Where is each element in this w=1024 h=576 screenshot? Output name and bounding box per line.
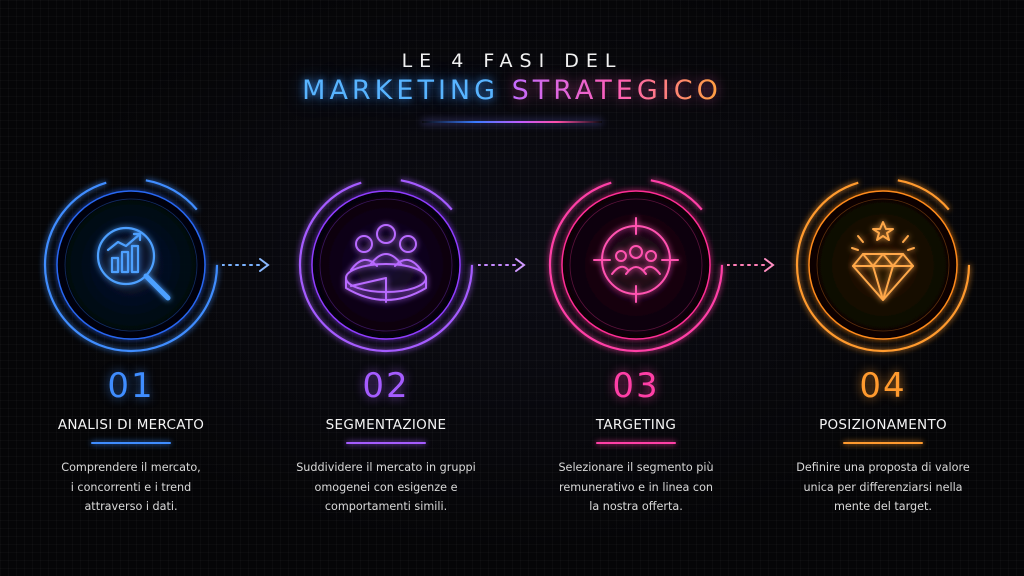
stage-underline	[91, 442, 171, 444]
description-line: attraverso i dati.	[84, 500, 178, 513]
description-line: Comprendere il mercato,	[61, 461, 201, 474]
page-title: MARKETING STRATEGICO	[0, 75, 1024, 106]
stage-name: SEGMENTAZIONE	[325, 417, 447, 433]
description-line: omogenei con esigenze e	[314, 480, 458, 494]
description-line: comportamenti simili.	[324, 500, 448, 513]
stage-underline	[843, 442, 923, 444]
stage-description: Selezionare il segmento più remunerativo…	[531, 458, 741, 517]
stage-ring	[795, 177, 971, 353]
stage-underline	[596, 442, 676, 444]
description-line: Suddividere il mercato in gruppi	[296, 461, 476, 474]
stage-posizionamento: 04 POSIZIONAMENTO Definire una proposta …	[758, 0, 1008, 576]
title-top: LE 4 FASI DEL	[401, 50, 623, 72]
stage-underline	[346, 442, 426, 444]
connector-arrow	[727, 258, 775, 272]
description-line: Selezionare il segmento più	[558, 461, 714, 474]
ring-graphic	[298, 177, 474, 353]
stage-number: 01	[107, 366, 155, 406]
stage-targeting: 03 TARGETING Selezionare il segmento più…	[511, 0, 761, 576]
title-divider	[422, 121, 602, 123]
crosshair-group-icon	[593, 217, 679, 303]
stage-ring	[548, 177, 724, 353]
title-word-marketing: MARKETING	[302, 75, 500, 106]
group-pie-icon	[345, 224, 427, 303]
stage-name: ANALISI DI MERCATO	[57, 417, 205, 433]
connector-arrow	[478, 258, 526, 272]
stage-name: POSIZIONAMENTO	[819, 417, 947, 433]
magnifier-chart-icon	[96, 226, 171, 301]
description-line: remunerativo e in linea con	[558, 480, 714, 494]
ring-graphic	[795, 177, 971, 353]
stage-ring	[43, 177, 219, 353]
stage-description: Definire una proposta di valore unica pe…	[778, 458, 988, 517]
stage-number: 03	[612, 366, 660, 406]
description-line: unica per differenziarsi nella	[803, 480, 963, 494]
stage-description: Suddividere il mercato in gruppi omogene…	[281, 458, 491, 517]
title-word-strategico: STRATEGICO	[511, 75, 722, 106]
stage-name: TARGETING	[595, 417, 677, 433]
stage-ring	[298, 177, 474, 353]
connector-arrow	[222, 258, 270, 272]
description-line: i concorrenti e i trend	[70, 480, 192, 494]
description-line: Definire una proposta di valore	[796, 461, 970, 474]
stage-analisi: 01 ANALISI DI MERCATO Comprendere il mer…	[6, 0, 256, 576]
diamond-star-icon	[851, 221, 915, 301]
stage-description: Comprendere il mercato, i concorrenti e …	[26, 458, 236, 517]
stage-number: 04	[859, 366, 907, 406]
description-line: mente del target.	[834, 500, 932, 513]
ring-graphic	[548, 177, 724, 353]
stage-number: 02	[362, 366, 410, 406]
ring-graphic	[43, 177, 219, 353]
description-line: la nostra offerta.	[589, 500, 683, 513]
stage-segmentazione: 02 SEGMENTAZIONE Suddividere il mercato …	[261, 0, 511, 576]
